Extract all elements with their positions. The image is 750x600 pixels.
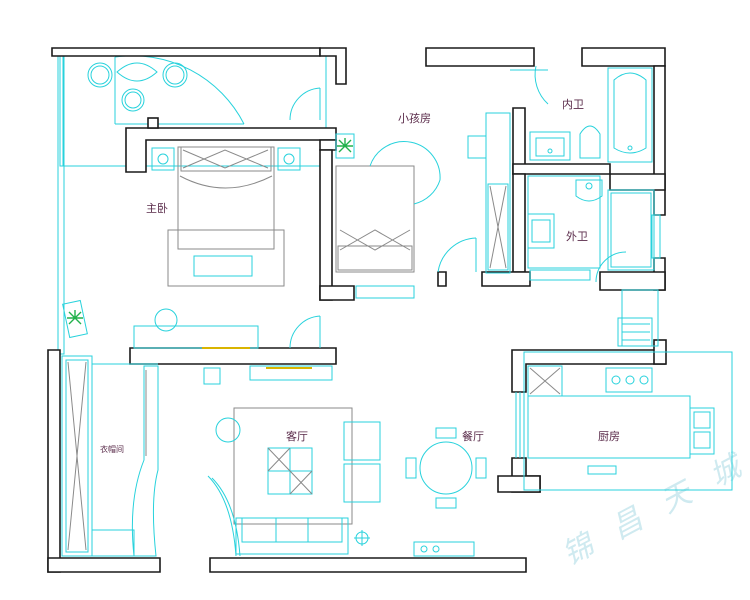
plant-icon <box>62 299 88 339</box>
cloakroom: 衣帽间 <box>61 355 159 557</box>
plant-icon <box>335 133 355 159</box>
lounge-chair-1 <box>87 62 113 88</box>
label-cloakroom: 衣帽间 <box>100 444 124 454</box>
label-master-bedroom: 主卧 <box>146 202 168 215</box>
label-living-room: 客厅 <box>286 429 308 443</box>
label-kids-room: 小孩房 <box>398 112 431 125</box>
kitchen: 厨房 <box>515 351 733 491</box>
coffee-table <box>267 447 313 495</box>
balcony-top-left <box>59 53 327 167</box>
watermark: 锦 昌 天 城 <box>557 446 750 573</box>
doors <box>289 65 627 349</box>
label-kitchen: 厨房 <box>598 430 620 443</box>
label-outer-bath: 外卫 <box>566 230 588 243</box>
inner-bath: 内卫 <box>529 67 653 163</box>
balcony-left <box>57 53 88 355</box>
kids-room: 小孩房 <box>335 112 511 299</box>
outer-bath: 外卫 <box>527 175 655 281</box>
lounge-chair-2 <box>162 62 188 88</box>
lounge-chair-3 <box>121 88 145 112</box>
label-inner-bath: 内卫 <box>562 97 584 111</box>
balcony-right <box>617 214 661 347</box>
label-dining-room: 餐厅 <box>462 429 484 443</box>
master-bedroom: 主卧 <box>133 146 301 349</box>
dining-room: 餐厅 <box>405 427 487 557</box>
walls <box>47 47 667 573</box>
living-room: 客厅 <box>203 365 381 557</box>
